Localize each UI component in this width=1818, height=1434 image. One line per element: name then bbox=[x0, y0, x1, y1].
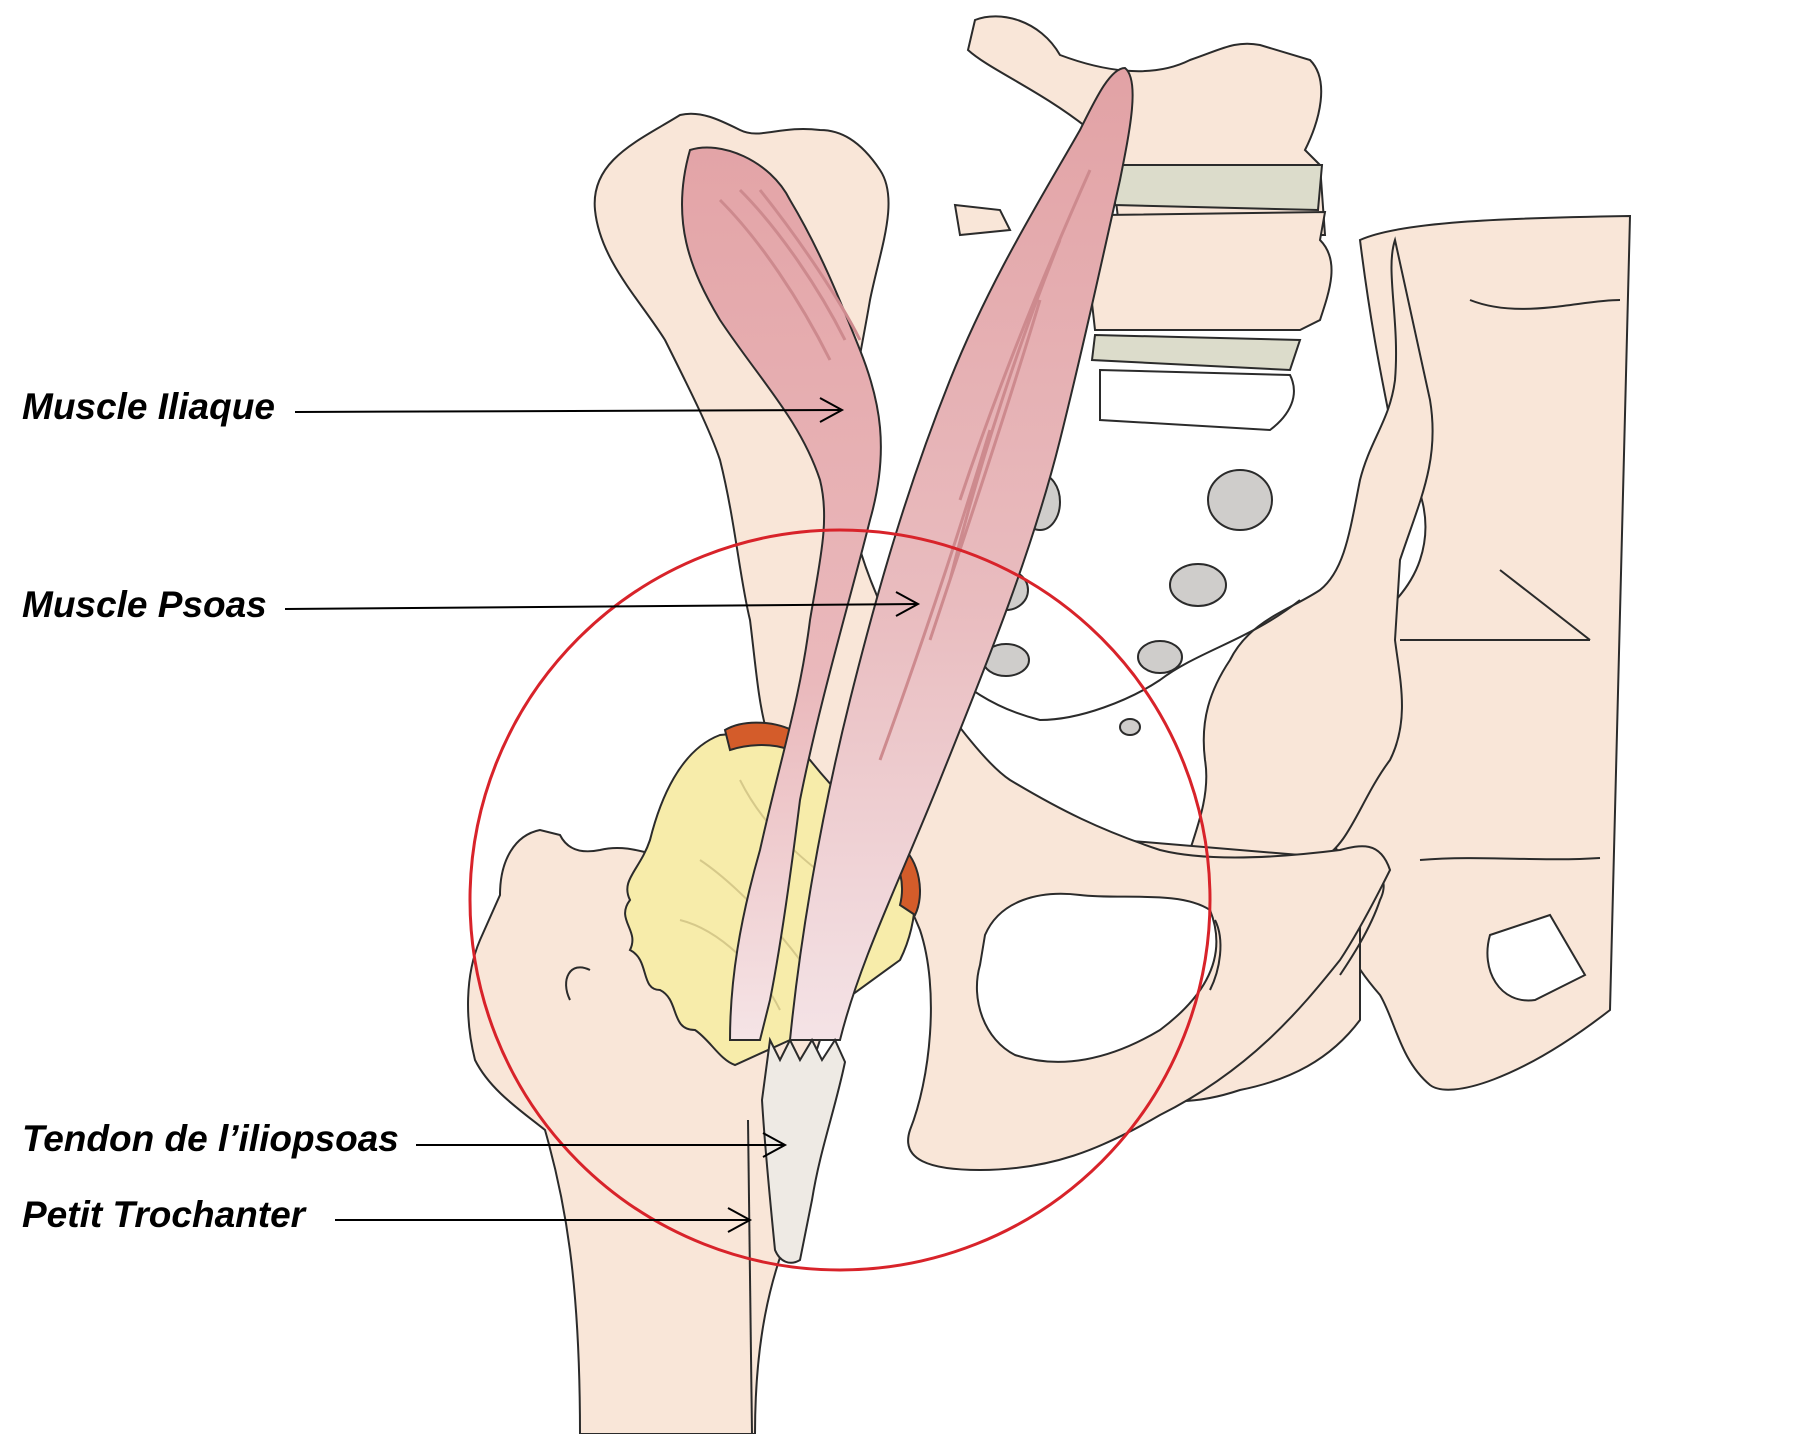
label-muscle-psoas: Muscle Psoas bbox=[22, 584, 267, 625]
psoas-muscle bbox=[788, 66, 1134, 1041]
pointer-arrows bbox=[284, 397, 921, 1233]
arrow-iliaque bbox=[294, 409, 843, 413]
iliacus-muscle bbox=[680, 146, 882, 1041]
arrow-psoas bbox=[284, 603, 919, 610]
label-tendon-iliopsoas: Tendon de l’iliopsoas bbox=[22, 1118, 399, 1159]
label-muscle-iliaque: Muscle Iliaque bbox=[22, 386, 275, 427]
iliopsoas-tendon bbox=[760, 1036, 847, 1264]
highlight-circle bbox=[468, 528, 1212, 1272]
label-petit-trochanter: Petit Trochanter bbox=[22, 1194, 306, 1235]
lumbar-vertebrae bbox=[953, 15, 1333, 432]
